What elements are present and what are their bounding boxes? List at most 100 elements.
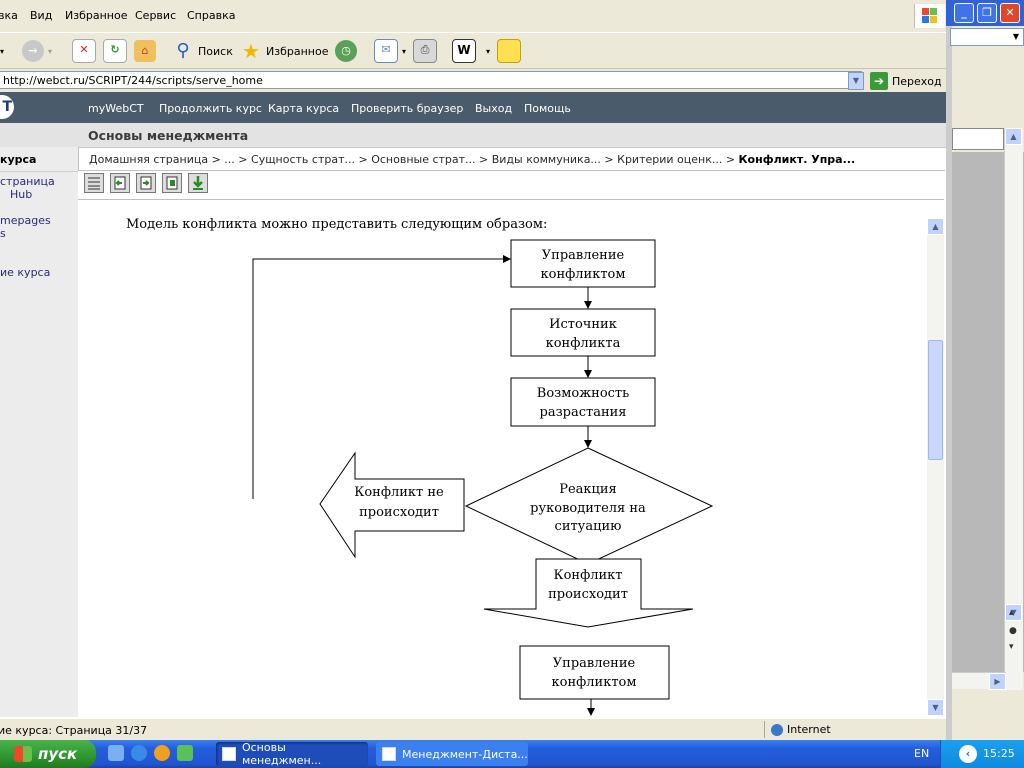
stop-button[interactable]: ✕ xyxy=(72,37,100,65)
sidebar-item-hub[interactable]: Hub xyxy=(10,188,33,201)
download-icon[interactable] xyxy=(188,173,208,193)
favorites-button[interactable]: ★Избранное xyxy=(240,37,328,65)
address-input[interactable]: http://webct.ru/SCRIPT/244/scripts/serve… xyxy=(0,71,862,89)
tray-expand-icon[interactable]: ‹ xyxy=(959,745,977,763)
word-horizontal-scrollbar[interactable]: ▶ xyxy=(952,672,1006,690)
sidebar-heading: курса xyxy=(0,153,37,166)
security-zone: Internet xyxy=(764,721,945,738)
nav-logout[interactable]: Выход xyxy=(475,102,513,115)
task-word-window[interactable]: Менеджмент-Диста... xyxy=(376,742,528,766)
print-button[interactable]: ⎙ xyxy=(413,37,441,65)
task-ie-window[interactable]: Основы менеджмен... xyxy=(216,741,368,767)
show-desktop-icon[interactable] xyxy=(108,745,124,761)
mail-button[interactable]: ✉▾ xyxy=(374,37,406,65)
windows-flag-icon xyxy=(14,746,32,762)
minimize-icon[interactable]: _ xyxy=(954,3,974,23)
breadcrumb-current: Конфликт. Упра... xyxy=(738,153,856,166)
mail-icon: ✉ xyxy=(374,39,398,63)
word-browse-select-icon[interactable]: ● xyxy=(1009,626,1017,636)
toolbar: ▾ →▾ ✕ ↻ ⌂ ⚲Поиск ★Избранное ◷ ✉▾ ⎙ W▾ xyxy=(0,32,946,69)
edit-word-button[interactable]: W▾ xyxy=(452,37,490,65)
nav-help[interactable]: Помощь xyxy=(524,102,571,115)
favorites-star-icon: ★ xyxy=(242,39,260,63)
zone-label: Internet xyxy=(787,723,831,736)
go-label: Переход xyxy=(892,74,942,88)
print-icon: ⎙ xyxy=(413,39,437,63)
content-scrollbar[interactable]: ▲ ▼ xyxy=(927,218,944,716)
status-bar: ие курса: Страница 31/37 Internet xyxy=(0,718,946,740)
word-window-titlebar[interactable]: _ ❐ ✕ xyxy=(946,0,1024,26)
search-button[interactable]: ⚲Поиск xyxy=(172,37,232,65)
breadcrumb-trail[interactable]: Домашняя страница > ... > Сущность страт… xyxy=(89,153,739,166)
decision-line1: Реакция xyxy=(559,482,617,497)
box4-line1: Управление xyxy=(553,656,636,671)
webct-logo[interactable]: T xyxy=(0,95,14,119)
word-ruler xyxy=(952,128,1004,150)
sidebar-item-s[interactable]: s xyxy=(0,227,6,240)
previous-page-icon[interactable] xyxy=(110,173,130,193)
sidebar-item-homepage[interactable]: страница xyxy=(0,175,55,188)
left-arrow-line1: Конфликт не xyxy=(354,485,444,500)
nav-continue-course[interactable]: Продолжить курс xyxy=(159,102,262,115)
ie-quicklaunch-icon[interactable] xyxy=(131,745,147,761)
home-icon: ⌂ xyxy=(134,40,156,62)
breadcrumb: Домашняя страница > ... > Сущность страт… xyxy=(78,148,945,171)
history-icon: ◷ xyxy=(335,40,357,62)
menu-tools[interactable]: Сервис xyxy=(135,9,177,22)
word-icon: W xyxy=(452,39,476,63)
task-ie-label: Основы менеджмен... xyxy=(241,741,322,767)
home-button[interactable]: ⌂ xyxy=(134,37,160,65)
nav-course-map[interactable]: Карта курса xyxy=(268,102,340,115)
restore-icon[interactable]: ❐ xyxy=(977,3,997,23)
box-conflict-management-top xyxy=(510,239,656,288)
search-icon: ⚲ xyxy=(176,40,190,61)
contents-list-icon[interactable] xyxy=(84,173,104,193)
next-page-icon[interactable] xyxy=(136,173,156,193)
menu-favorites[interactable]: Избранное xyxy=(65,9,128,22)
menu-help[interactable]: Справка xyxy=(187,9,236,22)
box-conflict-source xyxy=(510,308,656,357)
internet-globe-icon xyxy=(771,724,783,736)
status-text: ие курса: Страница 31/37 xyxy=(0,724,148,737)
box-conflict-management-bottom xyxy=(519,645,670,700)
refresh-icon: ↻ xyxy=(103,39,127,63)
word-scroll-down-icon[interactable]: ▼ xyxy=(1005,604,1022,621)
start-button[interactable]: пуск xyxy=(0,740,96,768)
sidebar-item-homepages[interactable]: mepages xyxy=(0,214,51,227)
box4-line2: конфликтом xyxy=(552,675,637,690)
menu-view[interactable]: Вид xyxy=(30,9,53,22)
forward-button[interactable]: →▾ xyxy=(22,37,52,65)
language-indicator[interactable]: EN xyxy=(914,747,930,760)
media-player-icon[interactable] xyxy=(154,745,170,761)
go-button[interactable]: ➔ Переход xyxy=(870,71,942,91)
outlook-express-icon[interactable] xyxy=(177,745,193,761)
scroll-thumb[interactable] xyxy=(928,340,943,460)
box2-line2: конфликта xyxy=(546,336,621,351)
box3-line2: разрастания xyxy=(540,405,627,420)
back-dropdown[interactable]: ▾ xyxy=(0,46,5,56)
word-scroll-up-icon[interactable]: ▲ xyxy=(1005,128,1022,145)
box-escalation-possibility xyxy=(510,377,656,427)
history-button[interactable]: ◷ xyxy=(335,37,361,65)
browser-window: вка Вид Избранное Сервис Справка ▾ →▾ ✕ … xyxy=(0,0,946,740)
refresh-button[interactable]: ↻ xyxy=(103,37,131,65)
nav-mywebct[interactable]: myWebCT xyxy=(88,102,144,115)
scroll-down-icon[interactable]: ▼ xyxy=(927,699,944,716)
messenger-button[interactable] xyxy=(497,37,525,65)
bookmark-page-icon[interactable] xyxy=(162,173,182,193)
course-title: Основы менеджмента xyxy=(88,128,249,143)
sidebar-item-course-contents[interactable]: ие курса xyxy=(0,266,51,279)
word-scroll-right-icon[interactable]: ▶ xyxy=(989,673,1006,690)
nav-check-browser[interactable]: Проверить браузер xyxy=(351,102,464,115)
menu-edit[interactable]: вка xyxy=(0,9,18,22)
close-icon[interactable]: ✕ xyxy=(1000,3,1020,23)
address-dropdown-icon[interactable]: ▼ xyxy=(848,72,864,90)
clock: 15:25 xyxy=(983,747,1015,760)
word-prev-page-icon[interactable]: ▴ xyxy=(1009,608,1014,618)
background-word-window: _ ❐ ✕ ▼ ▲ ▼ ● ▴ ▾ ▶ xyxy=(946,0,1024,740)
scroll-up-icon[interactable]: ▲ xyxy=(927,218,944,235)
word-vertical-scrollbar[interactable]: ▲ ▼ ● ▴ ▾ xyxy=(1004,128,1023,690)
word-font-combo[interactable]: ▼ xyxy=(950,28,1024,46)
word-next-page-icon[interactable]: ▾ xyxy=(1009,642,1014,652)
go-arrow-icon: ➔ xyxy=(870,72,888,90)
